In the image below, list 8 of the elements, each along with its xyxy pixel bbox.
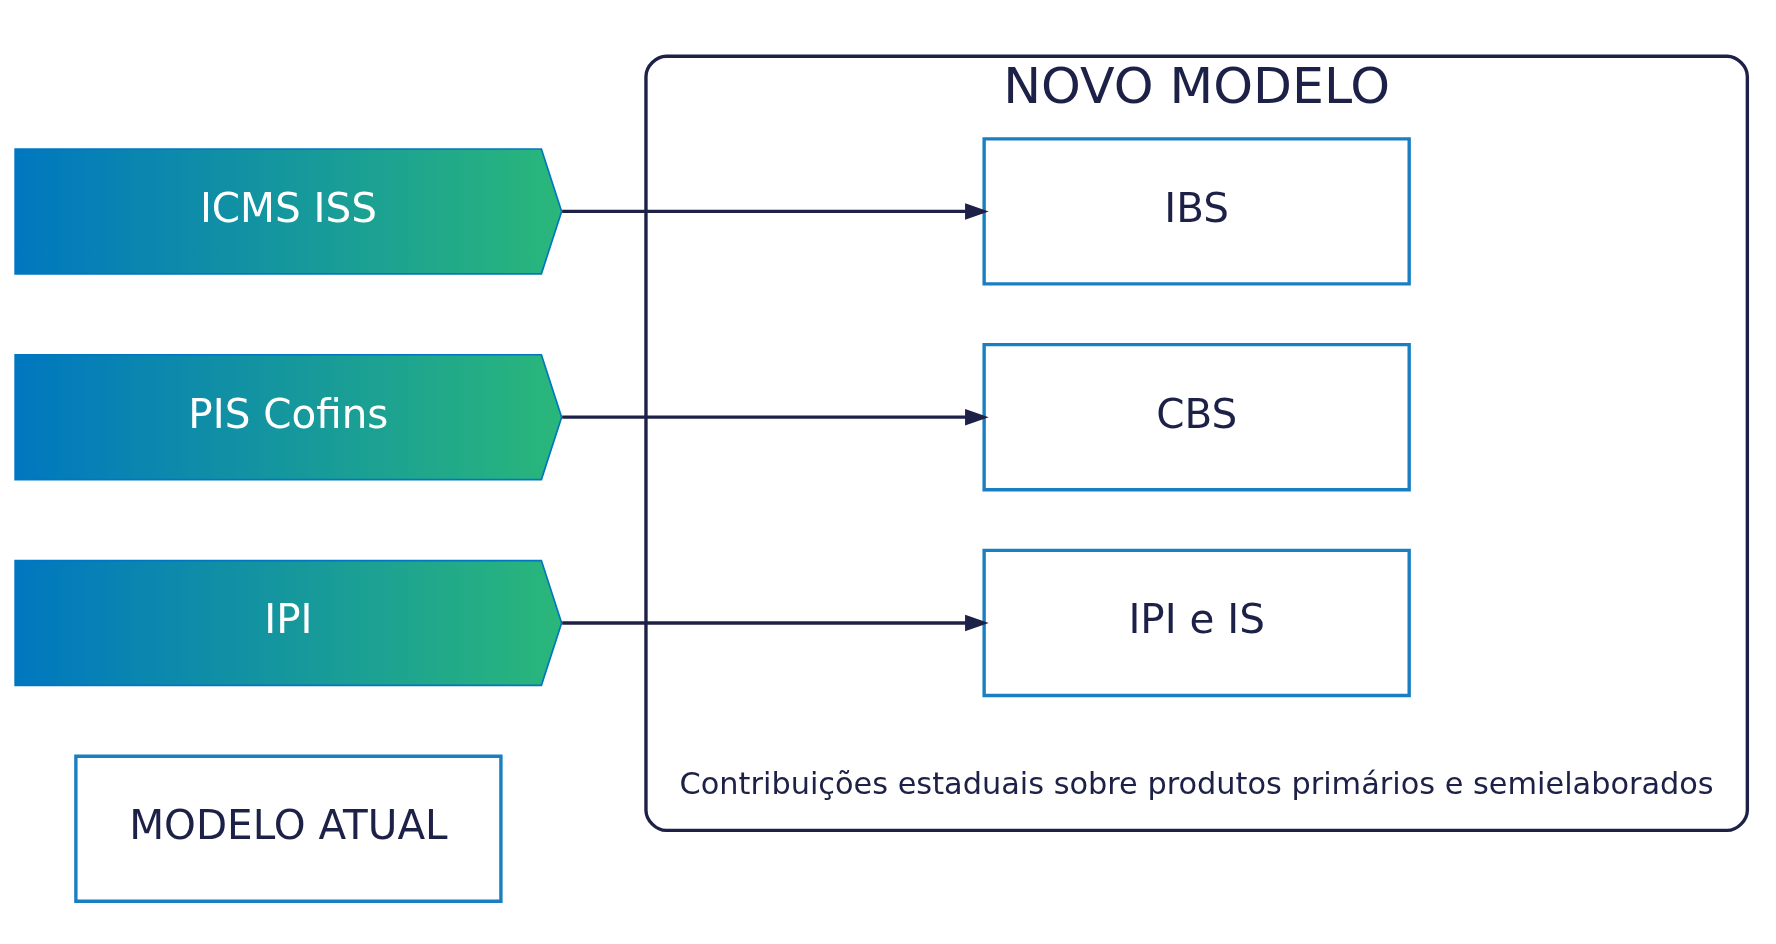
node-label: Contribuições estaduais sobre produtos primários e semielaborados <box>679 765 1714 801</box>
arrow <box>562 203 989 220</box>
arrow <box>562 408 989 426</box>
arrow <box>562 614 989 632</box>
node-box: CBS <box>982 342 1411 492</box>
node-box: MODELO ATUAL <box>74 754 503 903</box>
node-box: IPI e IS <box>982 548 1411 698</box>
node-box: IBS <box>982 137 1411 286</box>
